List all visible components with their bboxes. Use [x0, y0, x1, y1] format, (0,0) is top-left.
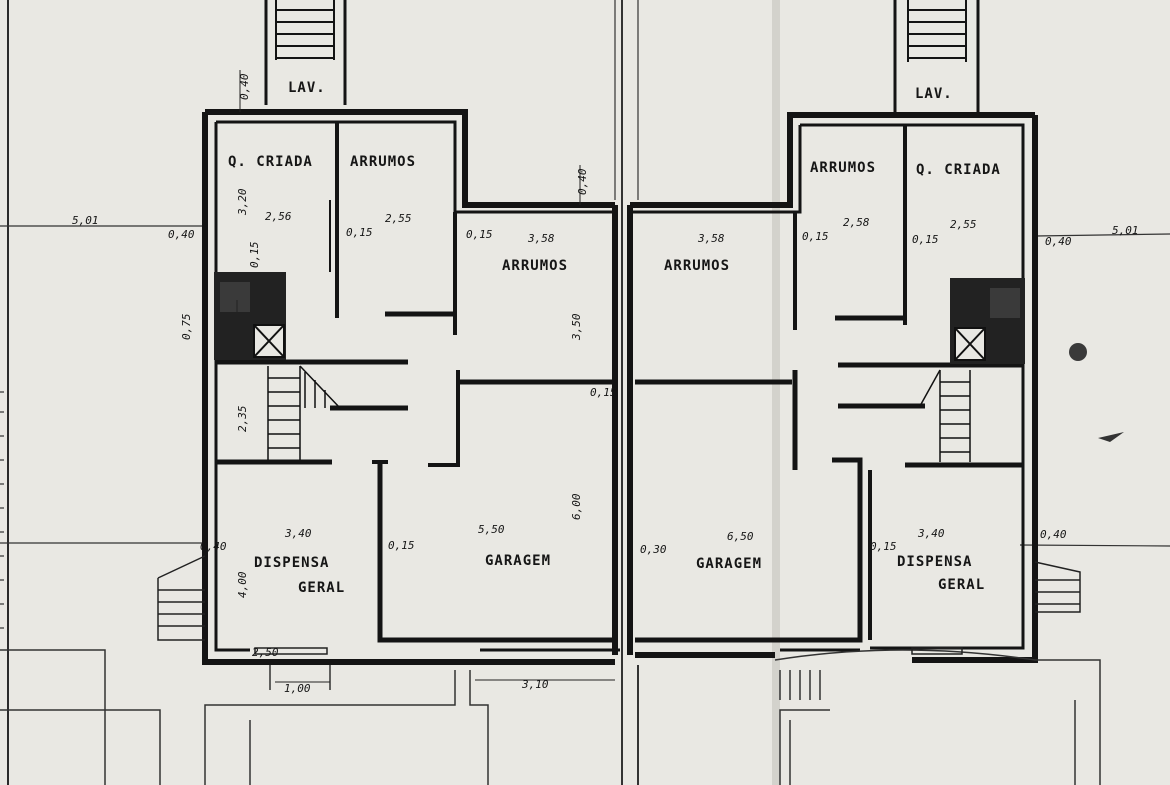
left-entrance-steps: [157, 555, 206, 641]
dim-015-e: 0,15: [802, 230, 829, 243]
room-label-lav-right: LAV.: [915, 86, 953, 102]
right-door-sill: [911, 647, 963, 655]
dim-358-a: 3,58: [527, 232, 555, 245]
dim-040-e: 0,40: [238, 73, 251, 100]
dim-600: 6,00: [570, 493, 583, 520]
dim-501-left: 5,01: [72, 214, 99, 227]
dim-350: 3,50: [570, 313, 583, 341]
paper-fold-shadow: [772, 0, 780, 785]
room-label-garagem-right: GARAGEM: [696, 556, 762, 572]
room-label-garagem-left: GARAGEM: [485, 553, 551, 569]
room-label-lav-left: LAV.: [288, 80, 326, 96]
dim-015-f: 0,15: [912, 233, 939, 246]
dim-015-c: 0,15: [590, 386, 617, 399]
room-label-geral-left: GERAL: [298, 580, 345, 596]
right-utility-cross: [954, 327, 986, 361]
dim-015-h: 0,15: [248, 242, 261, 269]
dim-550: 5,50: [478, 523, 505, 536]
dim-250: 2,50: [252, 646, 279, 659]
dim-340-right: 3,40: [917, 527, 945, 540]
dim-040-b: 0,40: [1045, 235, 1072, 248]
left-utility-cross: [253, 324, 285, 358]
right-entrance-steps: [1034, 561, 1081, 613]
stair-tower-left: [264, 0, 347, 105]
left-utility-inner: [220, 282, 250, 312]
dimension-lines: [236, 70, 615, 683]
dim-650: 6,50: [727, 530, 754, 543]
room-label-q-criada-right: Q. CRIADA: [916, 162, 1001, 178]
dim-075: 0,75: [180, 314, 193, 341]
ink-blot-small: [1098, 432, 1124, 442]
dim-040-a: 0,40: [168, 228, 195, 241]
dim-358-b: 3,58: [697, 232, 725, 245]
dim-040-c: 0,40: [200, 540, 227, 553]
stair-tower-right: [893, 0, 980, 112]
dim-340-left: 3,40: [284, 527, 312, 540]
dim-400: 4,00: [236, 571, 249, 598]
dim-030: 0,30: [640, 543, 667, 556]
dim-040-top: 0,40: [576, 168, 589, 195]
room-label-q-criada-left: Q. CRIADA: [228, 154, 313, 170]
room-label-dispensa-right: DISPENSA: [897, 554, 972, 570]
right-internal-stair: [919, 369, 971, 462]
dim-320: 3,20: [236, 188, 249, 216]
dim-255-right: 2,55: [950, 218, 977, 231]
dim-310: 3,10: [521, 678, 549, 691]
dim-501-right: 5,01: [1112, 224, 1139, 237]
dim-100: 1,00: [284, 682, 311, 695]
site-boundaries: [0, 649, 1101, 785]
dim-015-g: 0,15: [870, 540, 897, 553]
binding-rings: [0, 391, 4, 629]
dim-040-d: 0,40: [1040, 528, 1067, 541]
dim-256: 2,56: [265, 210, 292, 223]
room-label-arrumos-1: ARRUMOS: [350, 154, 416, 170]
dim-258-right: 2,58: [843, 216, 870, 229]
dim-015-a: 0,15: [346, 226, 373, 239]
right-utility-inner: [990, 288, 1020, 318]
dim-255: 2,55: [385, 212, 412, 225]
dim-235: 2,35: [236, 406, 249, 433]
dim-015-d: 0,15: [388, 539, 415, 552]
room-label-arrumos-4: ARRUMOS: [810, 160, 876, 176]
left-internal-stair: [267, 365, 341, 460]
room-label-arrumos-2: ARRUMOS: [502, 258, 568, 274]
room-label-geral-right: GERAL: [938, 577, 985, 593]
room-label-dispensa-left: DISPENSA: [254, 555, 329, 571]
left-door-sill: [254, 647, 328, 655]
left-house-walls: [202, 109, 620, 665]
ink-blot: [1069, 343, 1087, 361]
dim-015-b: 0,15: [466, 228, 493, 241]
room-label-arrumos-3: ARRUMOS: [664, 258, 730, 274]
